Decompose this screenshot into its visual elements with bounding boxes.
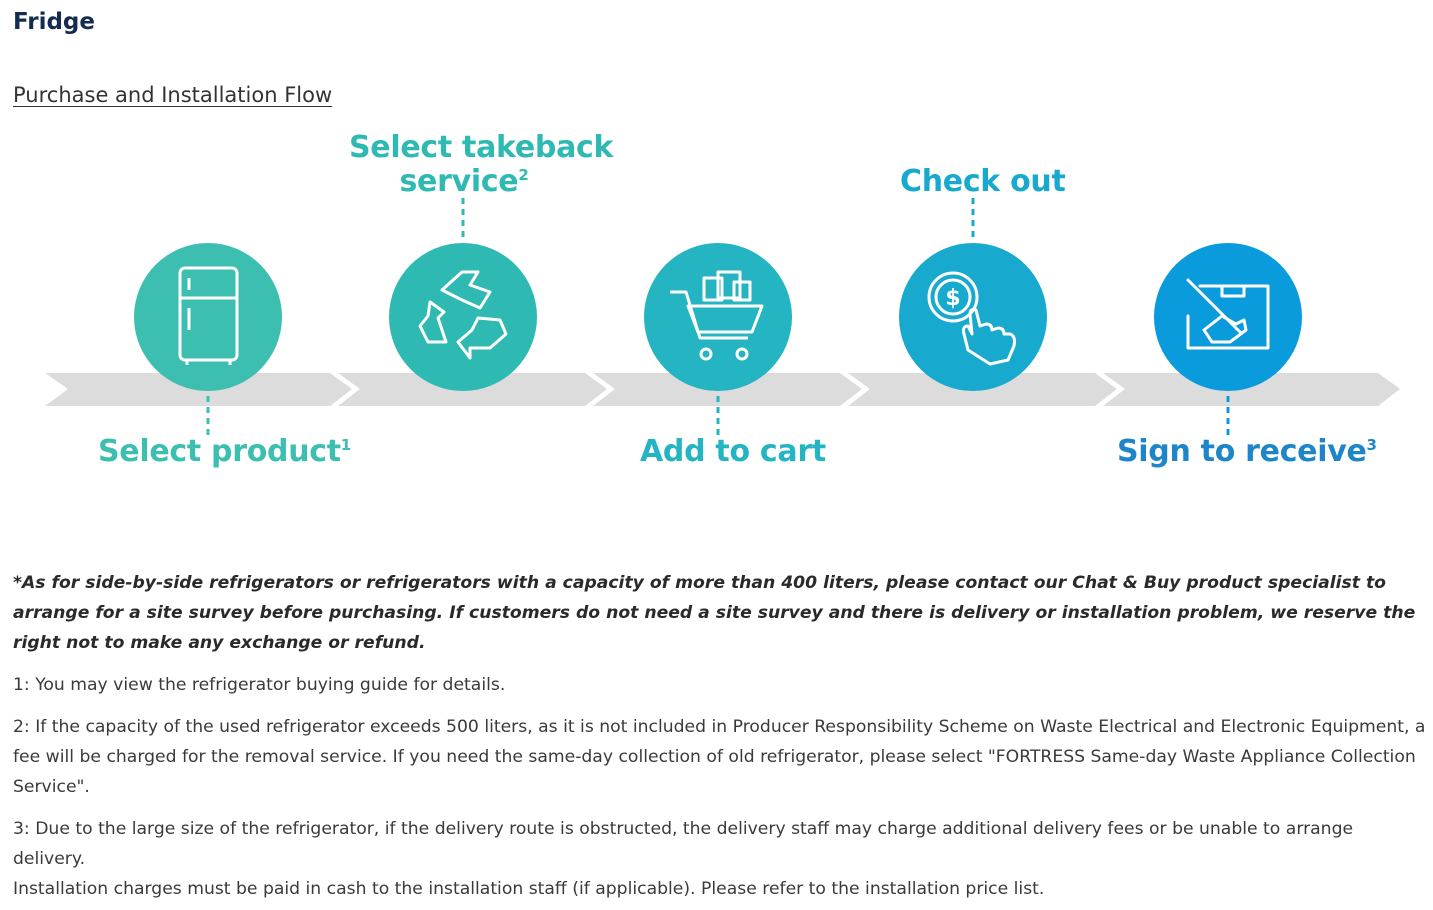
footnote-ref-3: 3 — [1366, 436, 1377, 454]
footnote-ref-1: 1 — [340, 436, 351, 454]
notes-section: *As for side-by-side refrigerators or re… — [13, 568, 1428, 904]
payment-tap-icon — [927, 271, 1016, 366]
step-label-sign-to-receive: Sign to receive3 — [1117, 435, 1377, 469]
dollar-sign-icon: $ — [945, 286, 960, 311]
purchase-flow-diagram: $ Select product1 Select takeback servic… — [0, 120, 1433, 490]
step-label-text: Select product — [98, 434, 341, 469]
step-sign-to-receive — [1154, 243, 1302, 391]
step-label-add-to-cart: Add to cart — [640, 435, 826, 469]
section-title: Purchase and Installation Flow — [13, 83, 333, 107]
step-select-product — [134, 243, 282, 391]
flow-graphic: $ — [45, 198, 1400, 435]
footnote-3: 3: Due to the large size of the refriger… — [13, 819, 1354, 869]
footnote-1: 1: You may view the refrigerator buying … — [13, 675, 506, 695]
footnote-2: 2: If the capacity of the used refrigera… — [13, 717, 1426, 797]
fridge-icon — [178, 266, 239, 365]
step-label-text: Check out — [900, 164, 1066, 199]
page-title: Fridge — [13, 9, 95, 35]
arrow-segment-5 — [1103, 373, 1400, 406]
installation-note: Installation charges must be paid in cas… — [13, 879, 1045, 899]
footnote-ref-2: 2 — [518, 166, 529, 184]
step-label-text: Add to cart — [640, 434, 826, 469]
sign-delivery-icon — [1186, 278, 1270, 350]
recycle-icon — [418, 270, 508, 360]
step-label-check-out: Check out — [900, 165, 1066, 199]
step-label-text: Sign to receive — [1117, 434, 1367, 469]
step-label-select-product: Select product1 — [98, 435, 351, 469]
disclaimer-note: *As for side-by-side refrigerators or re… — [13, 573, 1416, 653]
step-label-text: service — [399, 164, 519, 199]
step-check-out: $ — [899, 243, 1047, 391]
step-label-line1: Select takeback — [349, 130, 614, 165]
shopping-cart-icon — [670, 270, 764, 361]
step-select-takeback — [389, 243, 537, 391]
step-label-select-takeback: Select takeback service2 — [349, 130, 614, 199]
step-add-to-cart — [644, 243, 792, 391]
